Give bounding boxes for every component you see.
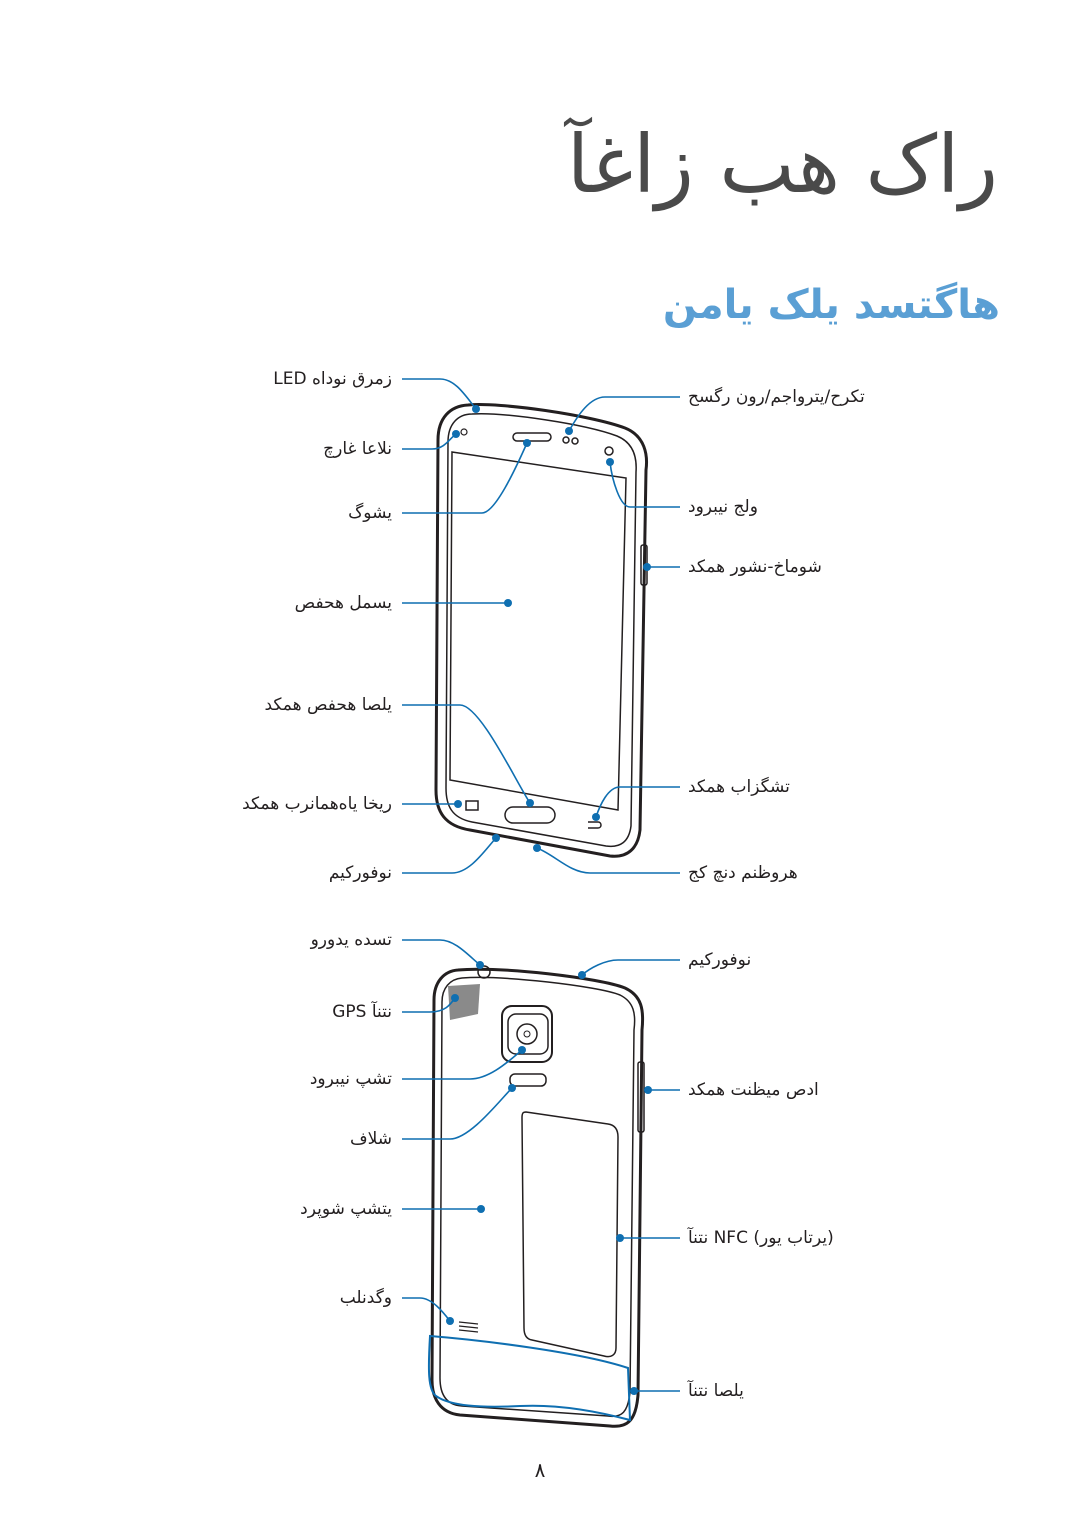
label-recent-apps-key: ریخا یاه‌همانرب همکد: [242, 794, 392, 814]
label-power-key: شوماخ-نشور همکد: [688, 557, 822, 577]
label-sensors: تکرح/یترواجم/رون رگسح: [688, 387, 865, 407]
label-rear-camera: تشپ نیبرود: [309, 1069, 392, 1089]
label-microphone-back: نوفورکیم: [688, 950, 752, 970]
label-led: زمرق نوداه LED: [273, 369, 392, 389]
callout-lines: [402, 378, 680, 1392]
label-volume-key: ادص میظنت همکد: [688, 1080, 819, 1100]
label-back-key: تشگزاب همکد: [688, 777, 790, 797]
label-speaker: وگدنلب: [339, 1288, 392, 1308]
back-device: [427, 965, 645, 1428]
label-back-cover: یتشپ شوپرد: [300, 1199, 392, 1219]
page-number: ۸: [534, 1458, 546, 1482]
label-gps-antenna: GPS نتنآ: [332, 1002, 392, 1022]
label-multipurpose-jack: هروظنم دنچ کج: [688, 863, 798, 883]
label-receiver: نلاعا غارچ: [323, 439, 392, 459]
section-title: هاگتسد یلک یامن: [662, 282, 1000, 328]
label-touchscreen: یسمل هحفص: [294, 593, 392, 613]
label-main-antenna: یلصا نتنآ: [688, 1381, 744, 1401]
label-earpiece: یشوگ: [348, 503, 392, 523]
label-microphone-front: نوفورکیم: [328, 863, 392, 883]
label-front-camera: ولج نیبرود: [688, 497, 758, 517]
label-flash: شلاف: [349, 1129, 392, 1149]
label-ir-led: تسده یدورو: [310, 930, 392, 950]
label-nfc-antenna: (یرتاب یور) NFC نتنآ: [688, 1228, 834, 1248]
page-title: راک هب زاغآ: [566, 118, 998, 211]
label-home-key: یلصا هحفص همکد: [264, 695, 392, 715]
callout-dots: [446, 405, 652, 1395]
gps-antenna-patch: [448, 984, 480, 1020]
